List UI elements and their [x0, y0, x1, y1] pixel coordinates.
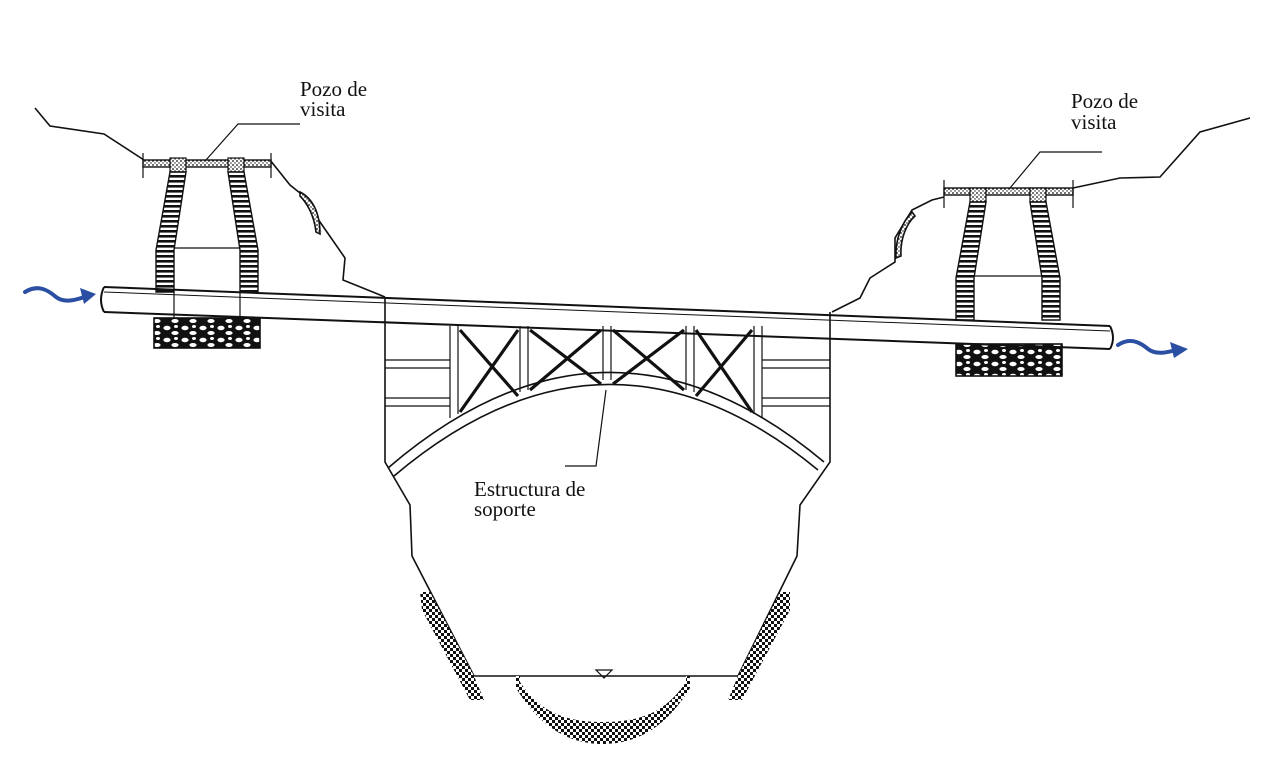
support-structure-label-line1: Estructura de [474, 477, 585, 501]
terrain-right [831, 117, 1251, 313]
manhole-left-label-line2: visita [300, 97, 346, 121]
manhole-left [142, 153, 272, 349]
flow-arrow-right-icon [23, 286, 96, 304]
manhole-right-label: Pozo de visita [1071, 89, 1143, 134]
manhole-right-label-line2: visita [1071, 110, 1117, 134]
support-structure [384, 297, 831, 744]
manhole-left-label-line1: Pozo de [300, 77, 367, 101]
terrain-left [34, 107, 386, 298]
support-structure-label-line2: soporte [474, 497, 536, 521]
manhole-right-label-line1: Pozo de [1071, 89, 1138, 113]
pipe [100, 286, 1114, 350]
leader-lines [205, 123, 1102, 467]
manhole-right [943, 180, 1074, 377]
support-structure-label: Estructura de soporte [474, 477, 591, 521]
flow-arrow-right-icon [1116, 338, 1188, 358]
manhole-left-label: Pozo de visita [300, 77, 372, 121]
